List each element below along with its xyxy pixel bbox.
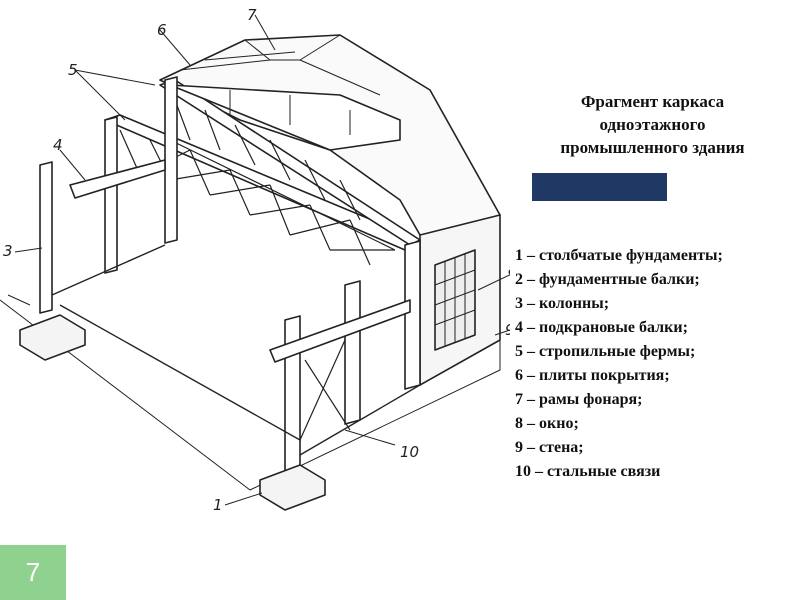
steel-bracing xyxy=(299,339,351,441)
legend-item: 2 – фундаментные балки; xyxy=(515,271,700,288)
callout-6: 6 xyxy=(157,21,167,39)
legend-item: 3 – колонны; xyxy=(515,295,610,312)
callout-7: 7 xyxy=(247,6,257,24)
column-mid-back xyxy=(164,76,178,244)
title-line: одноэтажного xyxy=(599,115,706,134)
slide-number-badge: 7 xyxy=(0,545,66,600)
window xyxy=(434,249,476,351)
title-line: Фрагмент каркаса xyxy=(580,92,725,111)
legend-list: 1 – столбчатые фундаменты; 2 – фундамент… xyxy=(515,244,723,484)
legend-item: 10 – стальные связи xyxy=(515,463,661,480)
callout-1: 1 xyxy=(213,496,223,514)
crane-beam-right xyxy=(269,299,411,363)
leader-lines xyxy=(7,14,510,506)
building-frame-diagram: 1 3 4 5 6 7 8 9 10 xyxy=(0,6,510,514)
column-far-right xyxy=(404,240,421,390)
foundation-front xyxy=(259,464,326,511)
title-line: промышленного здания xyxy=(560,138,745,157)
callout-8: 8 xyxy=(508,261,510,279)
roof-slabs xyxy=(179,34,381,96)
legend-item: 9 – стена; xyxy=(515,439,584,456)
callout-9: 9 xyxy=(505,321,510,339)
callout-labels: 1 3 4 5 6 7 8 9 10 xyxy=(3,6,510,514)
legend-item: 4 – подкрановые балки; xyxy=(515,319,688,336)
legend-item: 8 – окно; xyxy=(515,415,579,432)
legend-item: 5 – стропильные фермы; xyxy=(515,343,696,360)
legend-item: 6 – плиты покрытия; xyxy=(515,367,670,384)
callout-10: 10 xyxy=(400,443,419,461)
legend-item: 7 – рамы фонаря; xyxy=(515,391,643,408)
crane-beam xyxy=(69,159,166,199)
foundation-beam xyxy=(51,244,421,456)
legend-item: 1 – столбчатые фундаменты; xyxy=(515,247,723,264)
lantern-frame xyxy=(169,84,401,151)
column-left-back xyxy=(104,116,118,274)
callout-4: 4 xyxy=(53,136,63,154)
callout-3: 3 xyxy=(3,242,13,260)
foundation-left xyxy=(19,314,86,361)
accent-bar xyxy=(532,173,667,201)
column-left-front xyxy=(39,161,53,314)
ground-slab xyxy=(0,299,501,491)
slide-title: Фрагмент каркаса одноэтажного промышленн… xyxy=(520,90,785,159)
column-right xyxy=(344,280,361,425)
callout-5: 5 xyxy=(68,61,78,79)
